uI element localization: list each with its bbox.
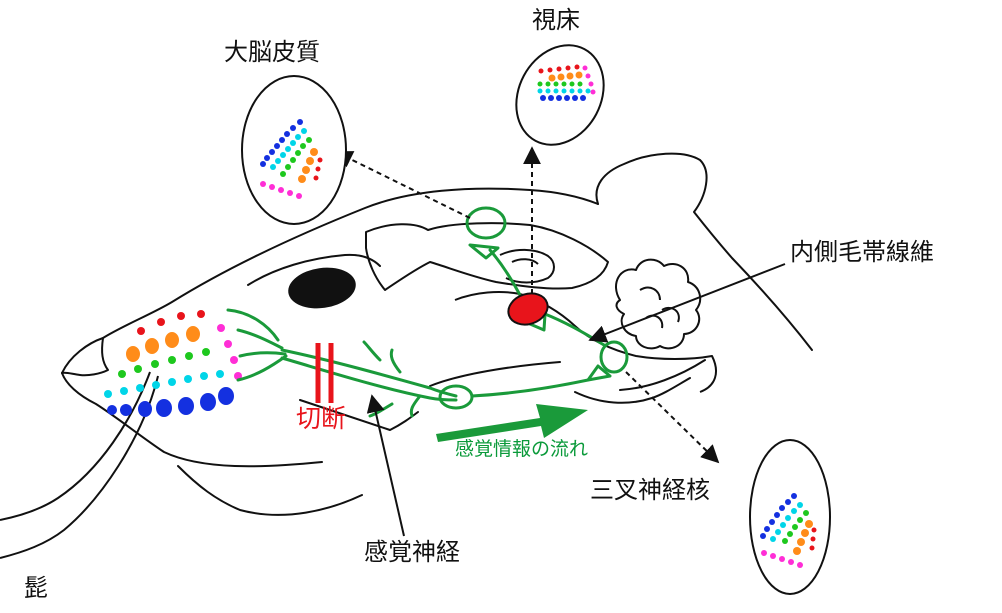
label-information-flow: 感覚情報の流れ: [455, 440, 588, 459]
trigeminal-map: [750, 440, 830, 594]
label-trigeminal-nucleus: 三叉神経核: [590, 478, 710, 502]
label-thalamus: 視床: [532, 8, 580, 32]
eye: [286, 263, 359, 312]
thalamus-map: [499, 30, 620, 160]
label-cut: 切断: [296, 406, 346, 431]
cut-marker: [318, 343, 331, 403]
whisker-lines: [0, 372, 158, 558]
label-cortex: 大脳皮質: [224, 40, 320, 64]
sensory-pathway: [228, 208, 627, 416]
cortex-map: [242, 76, 346, 224]
label-medial-lemniscus: 内側毛帯線維: [790, 240, 934, 264]
flow-arrow: [436, 404, 588, 442]
label-whisker: 髭: [24, 576, 48, 600]
label-sensory-nerve: 感覚神経: [364, 540, 460, 564]
